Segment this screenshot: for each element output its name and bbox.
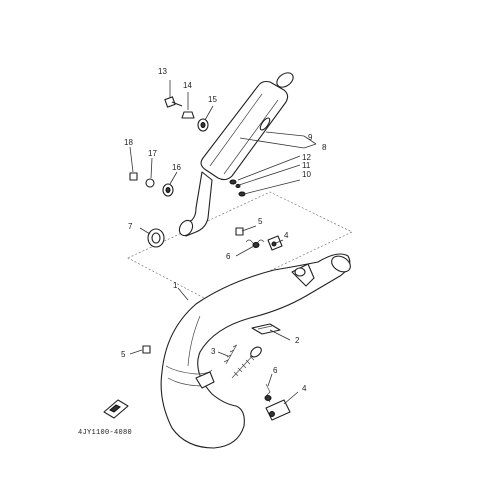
bolt-13 (164, 96, 183, 108)
spring-6-lower (264, 383, 272, 403)
spring-3 (223, 344, 238, 365)
callout-1: 1 (173, 281, 178, 290)
callout-10: 10 (302, 170, 311, 179)
callout-2: 2 (295, 336, 300, 345)
bracket-4-lower (265, 399, 291, 421)
leader-lines (129, 80, 317, 405)
callout-4-lower: 4 (302, 384, 307, 393)
callout-7: 7 (128, 222, 133, 231)
instruction-label-icon (103, 399, 129, 419)
gasket-7 (147, 228, 165, 248)
callout-15: 15 (208, 95, 217, 104)
bolt-18 (129, 172, 138, 181)
callout-4-upper: 4 (284, 231, 289, 240)
washer-14 (181, 111, 195, 119)
callout-16: 16 (172, 163, 181, 172)
callout-9: 9 (308, 133, 313, 142)
spring-coil-right (231, 346, 262, 379)
silencer-subassembly-outline (127, 191, 353, 301)
callout-8: 8 (322, 143, 327, 152)
callout-5-lower: 5 (121, 350, 126, 359)
callout-18: 18 (124, 138, 133, 147)
callout-13: 13 (158, 67, 167, 76)
exhaust-pipe (160, 253, 351, 449)
callout-6-upper: 6 (226, 252, 231, 261)
damper-15 (197, 118, 209, 132)
callout-3: 3 (211, 347, 216, 356)
callout-5-upper: 5 (258, 217, 263, 226)
spring-6-upper (245, 239, 265, 248)
callout-6-lower: 6 (273, 366, 278, 375)
callout-17: 17 (148, 149, 157, 158)
callout-12: 12 (302, 153, 311, 162)
bracket-4-upper (267, 235, 283, 251)
callout-11: 11 (302, 161, 311, 170)
collar-17 (145, 178, 155, 188)
damper-16 (162, 183, 174, 197)
clamp-bolt-5-lower (142, 345, 151, 354)
silencer (178, 72, 294, 237)
callout-14: 14 (183, 81, 192, 90)
clamp-bolt-5-upper (235, 227, 244, 236)
drawing-code: 4JY1100-4080 (78, 429, 132, 437)
